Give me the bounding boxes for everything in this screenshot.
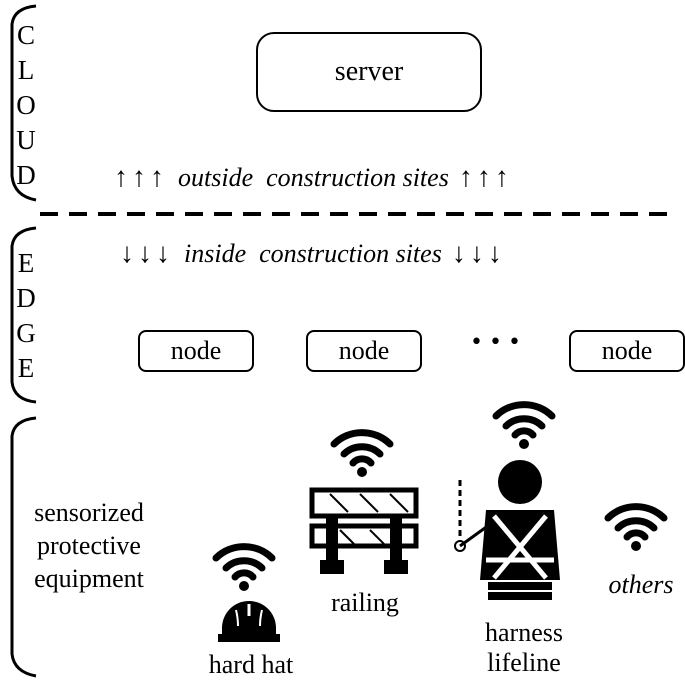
cloud-letter: U <box>16 125 36 155</box>
node-box: node <box>138 330 254 372</box>
wifi-icon <box>204 540 284 600</box>
down-arrows-right: ↓↓↓ <box>451 238 506 269</box>
hard-hat-icon <box>218 601 280 642</box>
server-box: server <box>256 32 482 112</box>
edge-letter: G <box>16 318 36 348</box>
others-label: others <box>608 570 674 599</box>
equipment-label-line: sensorized <box>34 498 144 527</box>
railing-label: railing <box>331 588 399 617</box>
harness-worker-icon <box>454 460 560 600</box>
equipment-label-line: protective <box>37 531 141 560</box>
cloud-letter: D <box>16 160 36 190</box>
up-arrows-left: ↑↑↑ <box>114 162 168 193</box>
harness-label: harness lifeline <box>468 618 580 678</box>
down-arrows-left: ↓↓↓ <box>120 238 174 269</box>
edge-letter: E <box>17 248 35 278</box>
railing-icon <box>309 487 419 574</box>
equipment-bracket <box>10 416 37 678</box>
node-box: node <box>306 330 422 372</box>
edge-letter: E <box>17 353 35 383</box>
cloud-letter: C <box>16 20 35 50</box>
edge-letter: D <box>16 283 36 313</box>
wifi-icon <box>484 398 564 458</box>
cloud-flow-line: ↑↑↑ outside construction sites ↑↑↑ <box>114 162 513 194</box>
cloud-flow-text: outside construction sites <box>178 163 449 192</box>
server-label: server <box>334 56 404 87</box>
harness-label-line: harness <box>485 618 563 647</box>
hard-hat-label: hard hat <box>208 650 294 679</box>
node-box: node <box>569 330 685 372</box>
node-label: node <box>338 336 390 365</box>
node-ellipsis: ••• <box>470 330 527 355</box>
cloud-letter: L <box>17 55 35 85</box>
equipment-tier-label: sensorized protective equipment <box>14 496 164 595</box>
node-label: node <box>170 336 222 365</box>
edge-flow-text: inside construction sites <box>184 239 442 268</box>
equipment-label-line: equipment <box>34 564 144 593</box>
harness-label-line: lifeline <box>487 648 561 677</box>
wifi-icon <box>322 426 402 486</box>
cloud-bracket <box>10 4 37 202</box>
node-label: node <box>601 336 653 365</box>
edge-flow-line: ↓↓↓ inside construction sites ↓↓↓ <box>120 238 506 270</box>
cloud-letter: O <box>16 90 36 120</box>
edge-bracket <box>10 226 37 404</box>
up-arrows-right: ↑↑↑ <box>458 162 513 193</box>
wifi-icon <box>596 500 676 560</box>
